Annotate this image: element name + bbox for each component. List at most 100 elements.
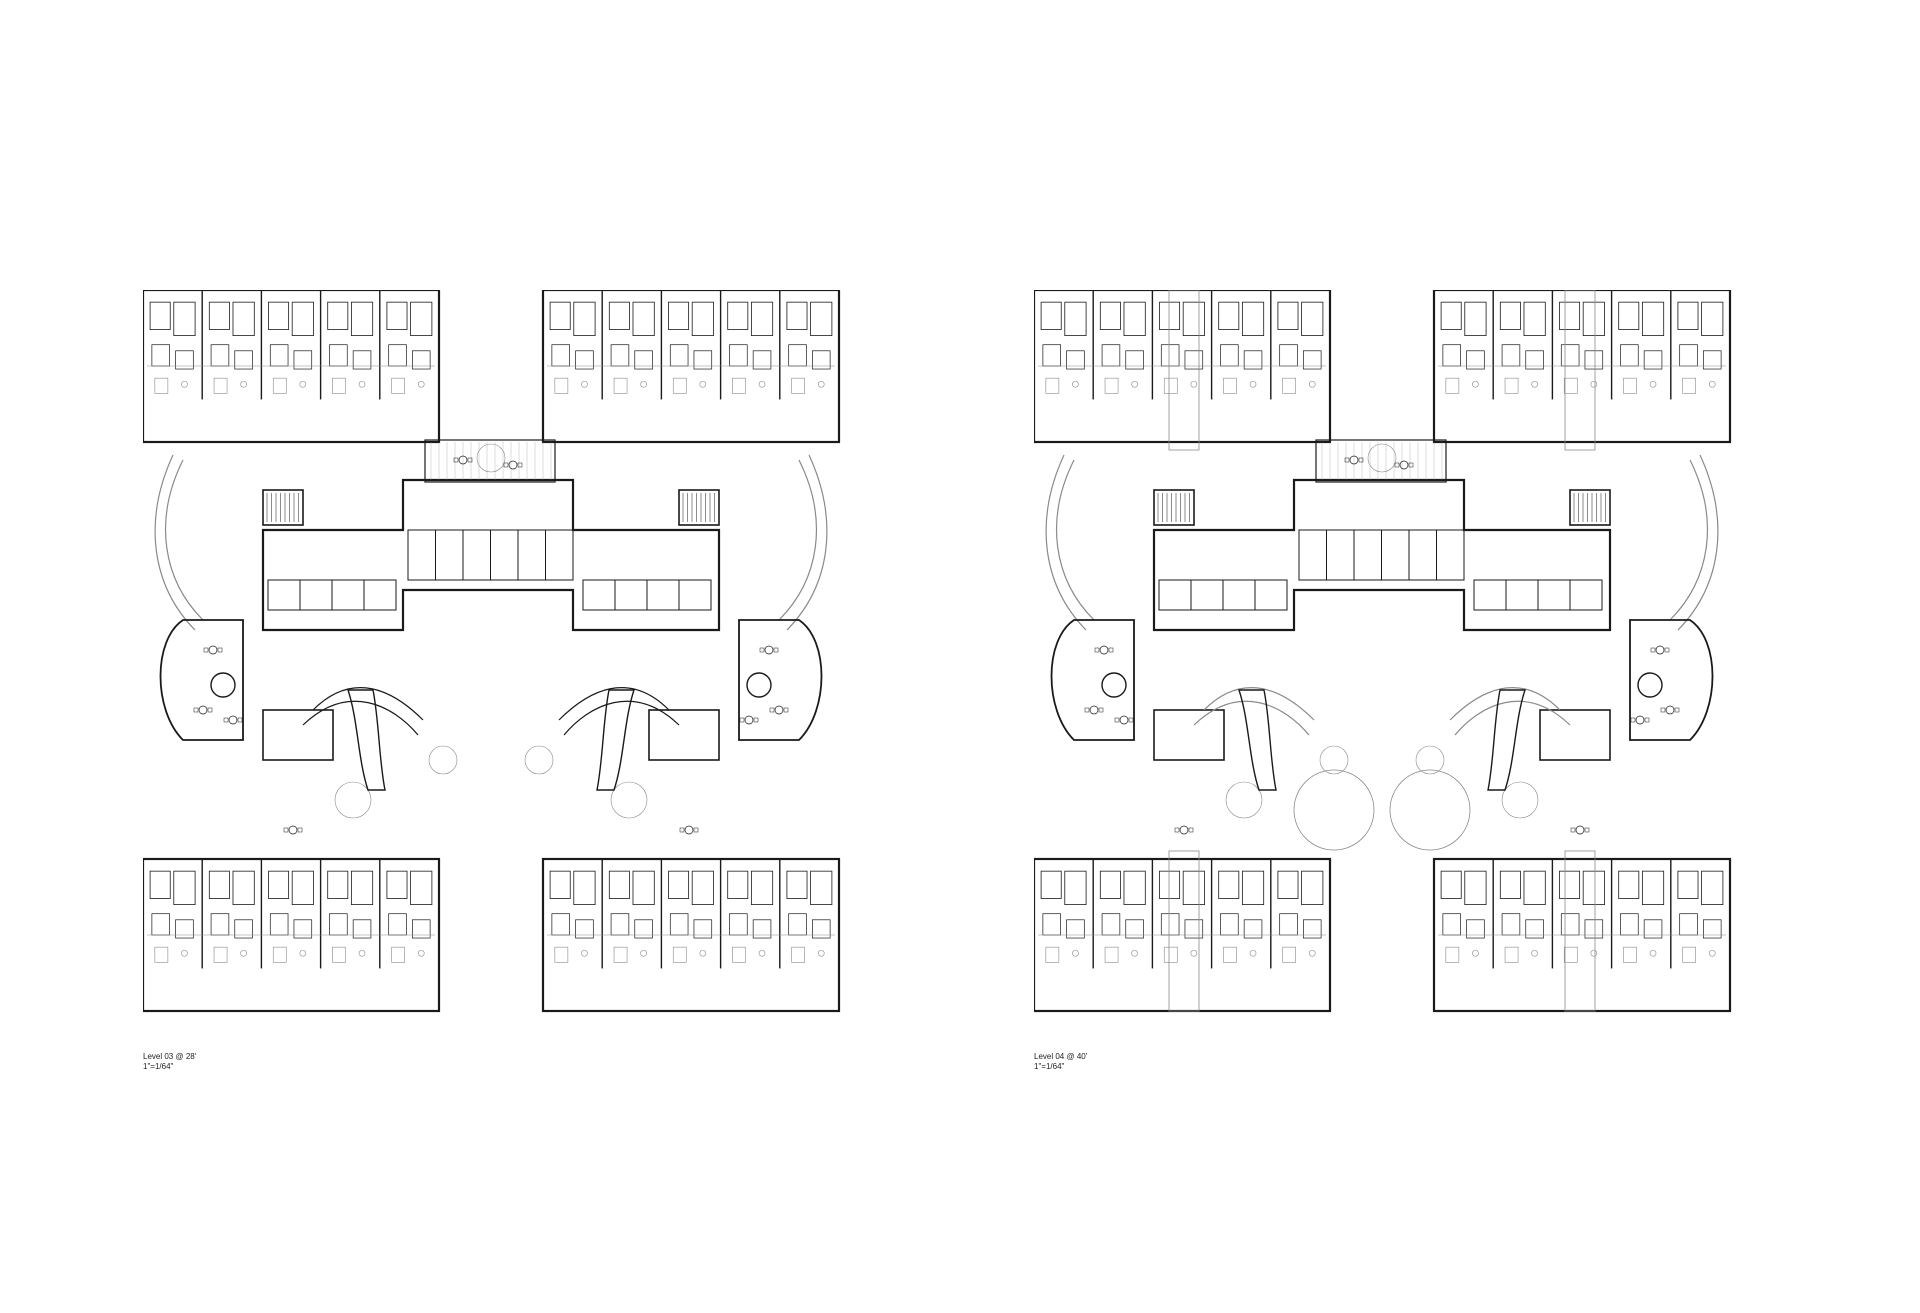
- room: [1254, 579, 1288, 611]
- table: [508, 460, 518, 470]
- chair: [1674, 707, 1680, 713]
- ramp: [1677, 454, 1719, 631]
- bath: [788, 913, 807, 936]
- bath: [1101, 913, 1121, 936]
- closet: [352, 350, 372, 370]
- room: [267, 579, 301, 611]
- room: [632, 301, 655, 336]
- ramp: [1669, 459, 1708, 621]
- furniture: [732, 377, 746, 394]
- furniture: [1163, 377, 1178, 394]
- table: [458, 455, 468, 465]
- furniture: [272, 946, 287, 963]
- closet: [1525, 919, 1544, 939]
- bath: [1501, 344, 1521, 367]
- bath: [1620, 344, 1639, 367]
- table: [1119, 715, 1129, 725]
- room: [632, 870, 655, 905]
- furniture: [391, 946, 405, 963]
- fixture: [1131, 949, 1138, 957]
- ramp: [786, 454, 828, 631]
- bath: [151, 913, 170, 936]
- plan-drawing-level-03: [143, 290, 841, 1013]
- closet: [1643, 350, 1663, 370]
- fixture: [1472, 949, 1479, 957]
- tree: [1319, 745, 1349, 775]
- furniture: [1104, 946, 1119, 963]
- chair: [1408, 462, 1414, 468]
- closet: [1184, 350, 1204, 370]
- room: [1618, 301, 1640, 330]
- room: [149, 870, 171, 899]
- chair: [503, 462, 509, 468]
- table: [1089, 705, 1099, 715]
- furniture: [154, 946, 169, 963]
- room: [1641, 870, 1665, 905]
- room: [786, 870, 808, 899]
- ramp: [154, 454, 196, 631]
- furniture: [1282, 377, 1296, 394]
- room: [608, 870, 630, 899]
- closet: [752, 919, 772, 939]
- closet: [1184, 919, 1204, 939]
- closet: [752, 350, 772, 370]
- room: [1440, 870, 1462, 899]
- fixture: [817, 949, 825, 957]
- closet: [1243, 350, 1263, 370]
- furniture: [1563, 377, 1578, 394]
- furniture: [1223, 377, 1237, 394]
- closet: [1466, 350, 1485, 370]
- plan-title: Level 03 @ 28': [143, 1052, 197, 1061]
- classroom: [1381, 529, 1410, 581]
- ribbon-walk: [1193, 700, 1310, 736]
- bath: [329, 344, 348, 367]
- fixture: [240, 380, 247, 388]
- chair: [1570, 827, 1576, 833]
- room: [173, 301, 196, 336]
- table: [288, 825, 298, 835]
- table: [764, 645, 774, 655]
- furniture: [213, 946, 228, 963]
- ramp: [778, 459, 817, 621]
- room: [410, 870, 433, 905]
- round-pod: [1637, 672, 1663, 698]
- furniture: [613, 377, 628, 394]
- room: [232, 301, 255, 336]
- chair: [283, 827, 289, 833]
- stair-core: [262, 489, 304, 526]
- room: [291, 301, 314, 336]
- bath: [329, 913, 348, 936]
- chair: [759, 647, 765, 653]
- closet: [1243, 919, 1263, 939]
- round-pod: [1101, 672, 1127, 698]
- room: [1301, 870, 1324, 905]
- bath: [1679, 344, 1698, 367]
- closet: [293, 350, 313, 370]
- room: [1537, 579, 1571, 611]
- room: [1559, 870, 1581, 899]
- furniture: [1623, 377, 1637, 394]
- stair-core: [1153, 709, 1225, 761]
- fixture: [640, 380, 647, 388]
- furniture: [1504, 377, 1519, 394]
- closet: [175, 350, 194, 370]
- chair: [783, 707, 789, 713]
- room: [1618, 870, 1640, 899]
- closet: [234, 350, 253, 370]
- closet: [693, 350, 713, 370]
- chair: [1394, 462, 1400, 468]
- fixture: [1708, 949, 1716, 957]
- room: [1473, 579, 1507, 611]
- fixture: [358, 949, 366, 957]
- lounge: [1629, 619, 1714, 741]
- closet: [575, 919, 594, 939]
- chair: [1660, 707, 1666, 713]
- furniture: [1445, 946, 1460, 963]
- closet: [1584, 919, 1604, 939]
- tree: [524, 745, 554, 775]
- room: [1499, 870, 1521, 899]
- room: [1277, 301, 1299, 330]
- room: [1040, 870, 1062, 899]
- classroom: [517, 529, 546, 581]
- room: [173, 870, 196, 905]
